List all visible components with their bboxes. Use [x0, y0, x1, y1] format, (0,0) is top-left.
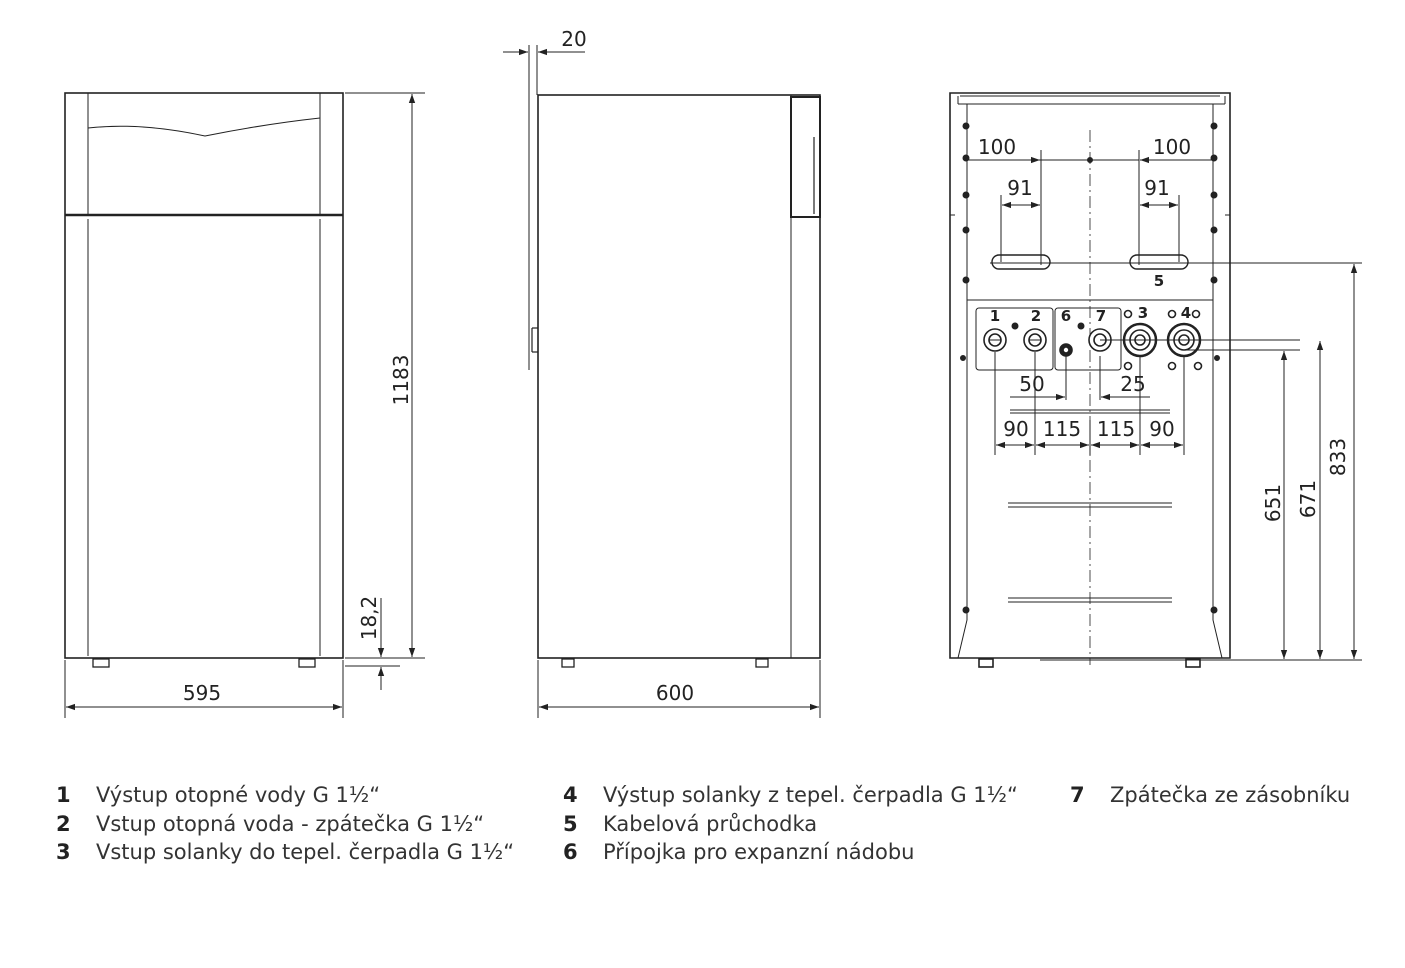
- back-spacing-115-right-label: 115: [1097, 417, 1135, 441]
- legend-text: Kabelová průchodka: [603, 811, 818, 836]
- total-height-label: 1183: [389, 355, 413, 406]
- foot-height-label: 18,2: [357, 596, 381, 641]
- back-spacing-25-label: 25: [1120, 372, 1145, 396]
- legend-number: 4: [563, 783, 578, 807]
- legend-item: 1 Výstup otopné vody G 1½“: [56, 781, 514, 810]
- connection-label-2: 2: [1031, 307, 1041, 325]
- height-671-label: 671: [1296, 480, 1320, 518]
- connection-label-1: 1: [990, 307, 1000, 325]
- legend-item: 2 Vstup otopná voda - zpátečka G 1½“: [56, 810, 514, 839]
- side-view: [531, 94, 821, 668]
- legend-number: 5: [563, 811, 578, 836]
- connection-label-5: 5: [1154, 272, 1164, 290]
- side-offset-label: 20: [561, 27, 586, 51]
- height-833-label: 833: [1326, 438, 1350, 476]
- side-depth-label: 600: [656, 681, 694, 705]
- legend-text: Výstup otopné vody G 1½“: [96, 783, 381, 807]
- legend-item: 6 Přípojka pro expanzní nádobu: [563, 838, 1018, 867]
- legend-column-2: 4 Výstup solanky z tepel. čerpadla G 1½“…: [563, 781, 1018, 867]
- back-spacing-50-label: 50: [1019, 372, 1044, 396]
- back-dimensions: [964, 150, 1362, 661]
- legend-number: 1: [56, 783, 71, 807]
- legend-column-1: 1 Výstup otopné vody G 1½“ 2 Vstup otopn…: [56, 781, 514, 867]
- legend-item: 4 Výstup solanky z tepel. čerpadla G 1½“: [563, 781, 1018, 810]
- connection-label-7: 7: [1096, 307, 1106, 325]
- back-spacing-90-right-label: 90: [1149, 417, 1174, 441]
- back-spacing-90-left-label: 90: [1003, 417, 1028, 441]
- legend-text: Výstup solanky z tepel. čerpadla G 1½“: [603, 783, 1018, 807]
- connection-label-6: 6: [1061, 307, 1071, 325]
- back-offset-right-label: 100: [1153, 135, 1191, 159]
- connection-label-3: 3: [1138, 304, 1148, 322]
- legend-column-3: 7 Zpátečka ze zásobníku: [1070, 781, 1350, 810]
- back-spacing-115-left-label: 115: [1043, 417, 1081, 441]
- side-dimensions: [503, 45, 821, 718]
- back-slot-right-label: 91: [1144, 176, 1169, 200]
- front-dimensions: [64, 92, 425, 718]
- legend-item: 5 Kabelová průchodka: [563, 810, 1018, 839]
- legend-text: Zpátečka ze zásobníku: [1110, 783, 1351, 807]
- legend-item: 7 Zpátečka ze zásobníku: [1070, 781, 1350, 810]
- legend-text: Vstup solanky do tepel. čerpadla G 1½“: [96, 840, 515, 864]
- front-view: [64, 92, 344, 668]
- legend-item: 3 Vstup solanky do tepel. čerpadla G 1½“: [56, 838, 514, 867]
- legend-number: 6: [563, 840, 578, 864]
- front-width-label: 595: [183, 681, 221, 705]
- legend-number: 7: [1070, 783, 1085, 807]
- legend-text: Přípojka pro expanzní nádobu: [603, 840, 915, 864]
- back-view: [949, 92, 1231, 665]
- connection-label-4: 4: [1181, 304, 1191, 322]
- back-view-holes: [960, 122, 1220, 614]
- legend-text: Vstup otopná voda - zpátečka G 1½“: [96, 811, 485, 836]
- back-offset-left-label: 100: [978, 135, 1016, 159]
- back-slot-left-label: 91: [1007, 176, 1032, 200]
- legend-number: 2: [56, 811, 71, 836]
- height-651-label: 651: [1261, 484, 1285, 522]
- legend-number: 3: [56, 840, 71, 864]
